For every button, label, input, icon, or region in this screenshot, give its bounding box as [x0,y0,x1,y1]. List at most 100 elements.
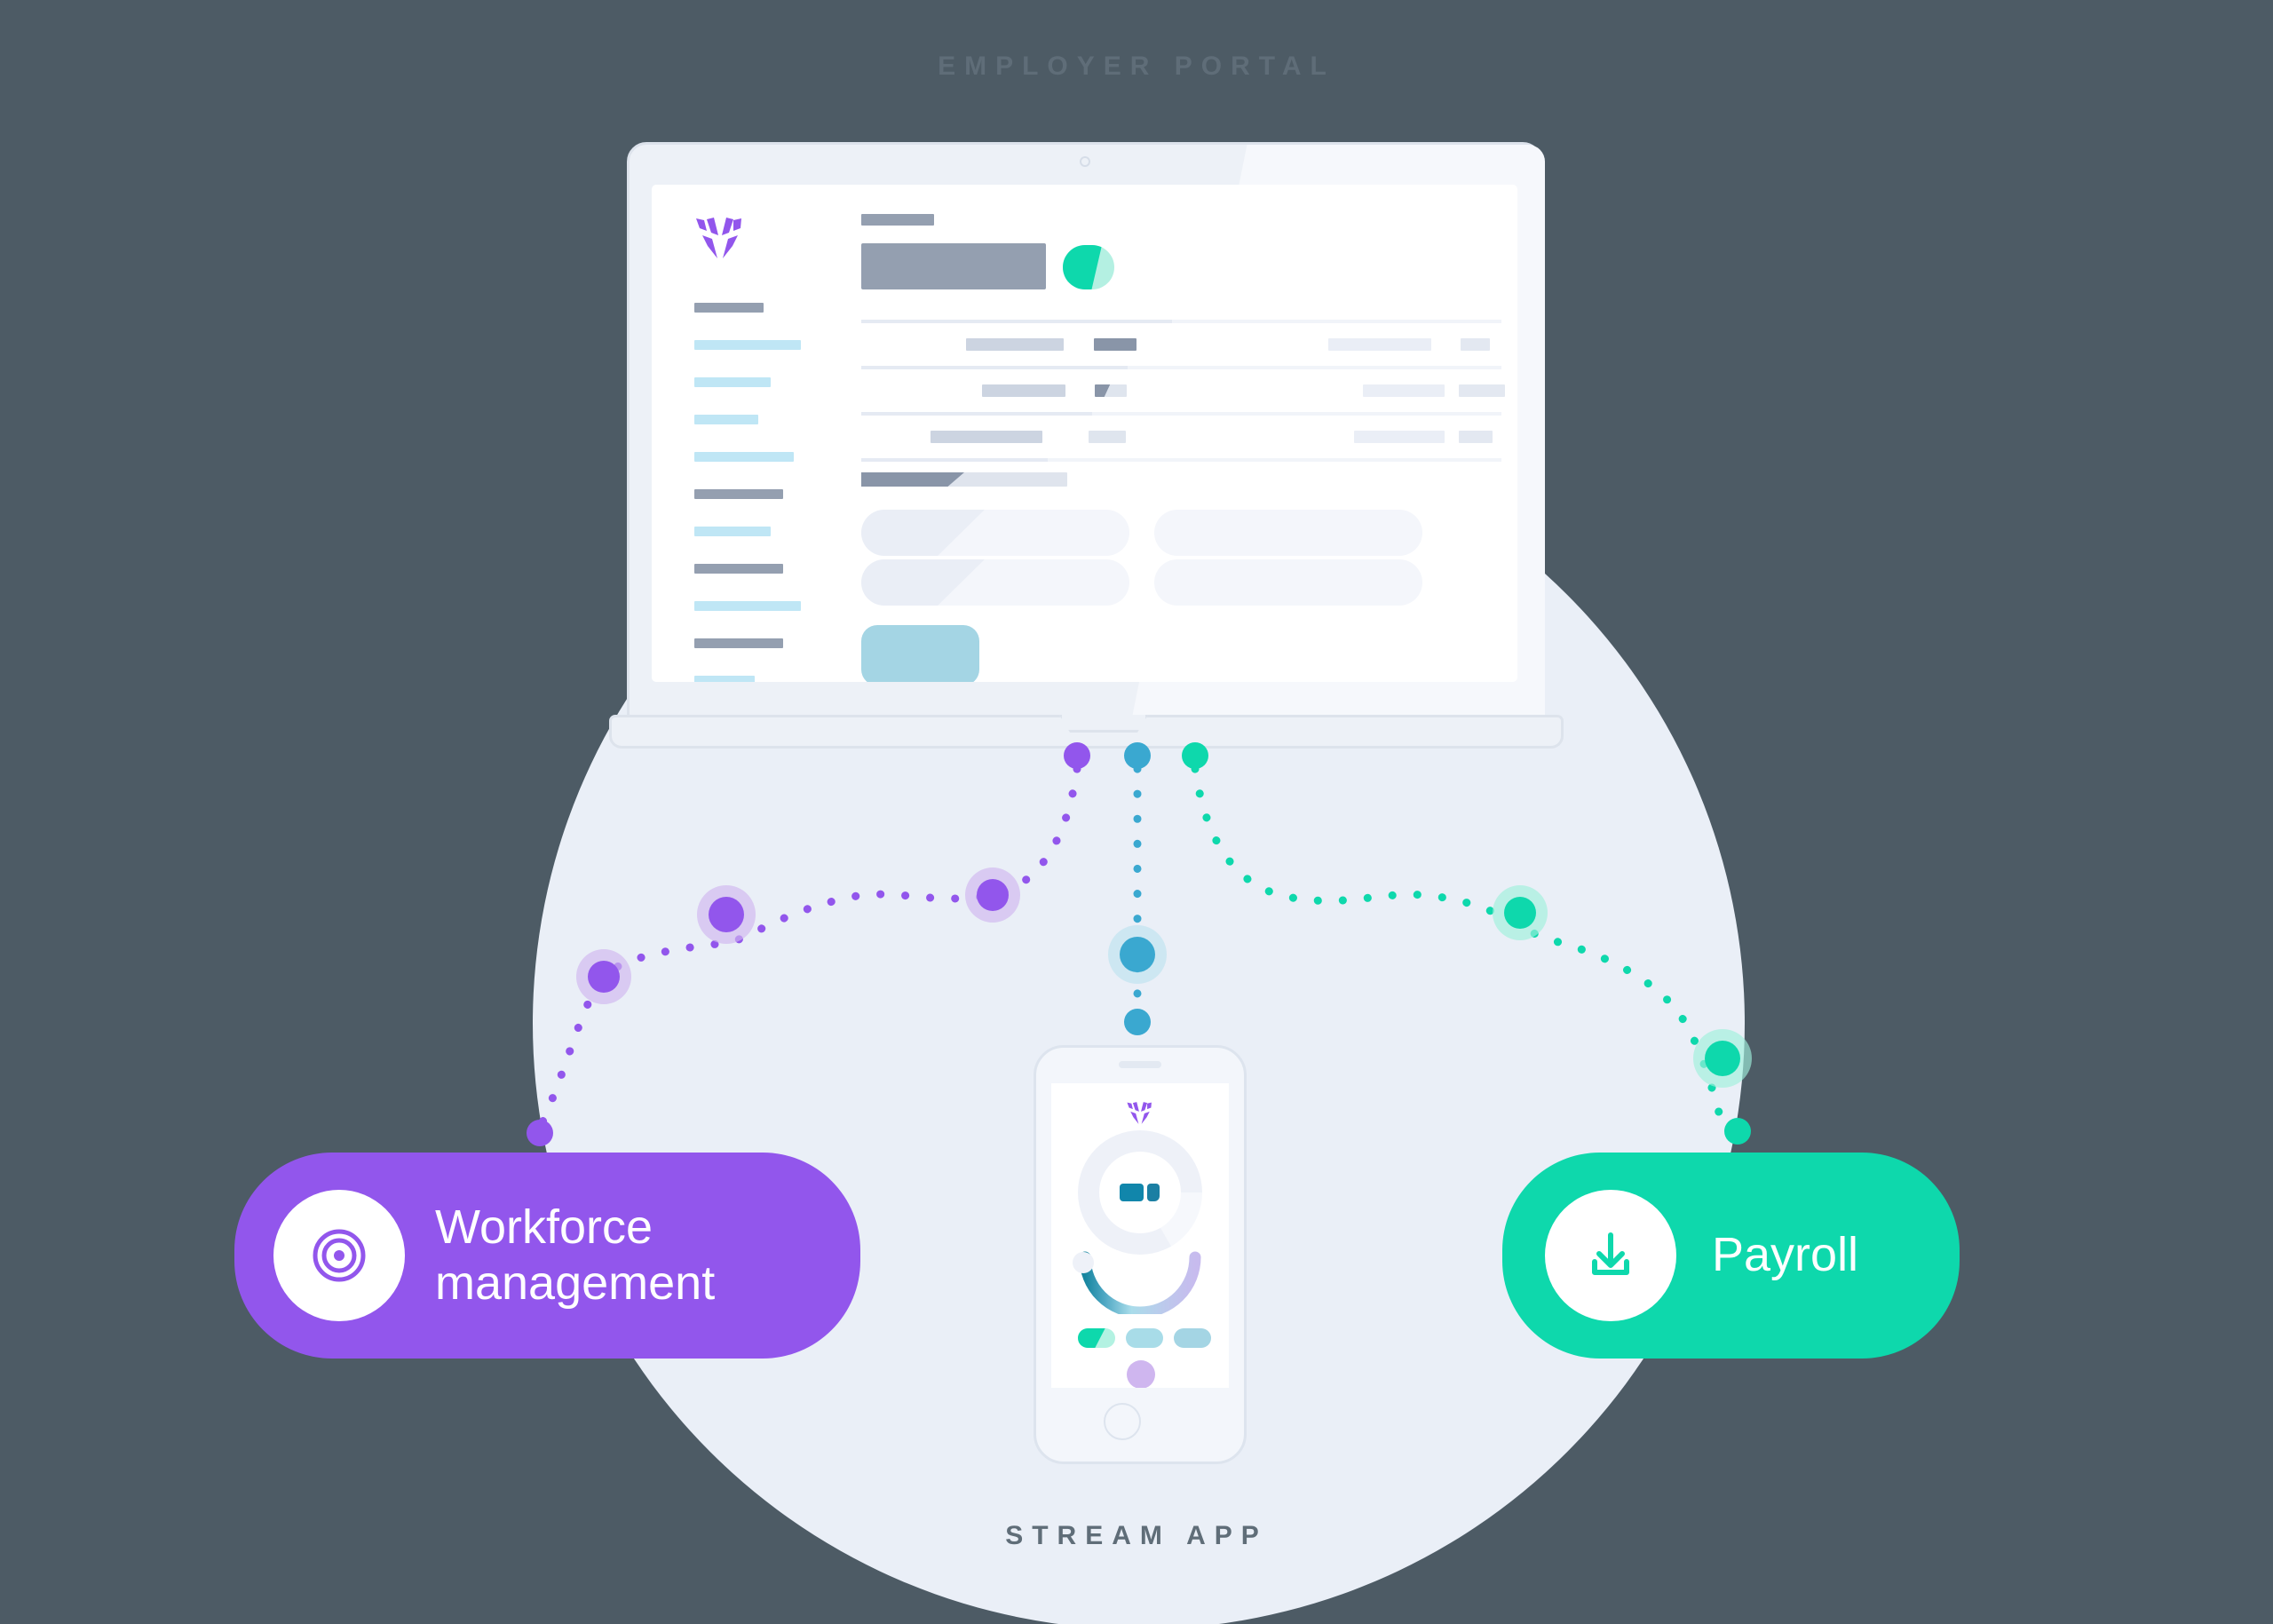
donut-center-icon-right [1147,1184,1160,1201]
teal-node-1 [1504,897,1536,929]
form-input-field[interactable] [861,559,1129,606]
table-cell [1095,384,1127,397]
workforce-management-pill[interactable]: Workforce management [234,1153,860,1359]
table-row[interactable] [861,369,1505,412]
phone-screen [1051,1083,1229,1388]
toggle-pill-off[interactable] [1174,1328,1211,1348]
teal-dotted-path [1191,764,1727,1130]
table-divider [861,320,1501,323]
w-logo-icon [696,218,741,258]
purple-connector [537,764,1081,1129]
sidebar-item-8[interactable] [694,601,801,611]
table-cell [1459,431,1493,443]
gauge-arc [1079,1251,1201,1314]
sidebar-item-1[interactable] [694,340,801,350]
table-divider-line [861,320,1501,323]
table-divider-accent [861,458,1048,462]
table-divider-accent [861,320,1172,323]
teal-origin-dot [1182,742,1208,769]
form-input-field[interactable] [861,510,1129,556]
primary-cta-button[interactable] [861,625,979,682]
page-title-row [861,243,1501,289]
download-tray-icon-wrap [1545,1190,1676,1321]
table-divider [861,458,1501,462]
sidebar-item-2[interactable] [694,377,771,387]
sidebar-section-label [694,638,783,648]
sidebar-item-4[interactable] [694,452,794,462]
table-row[interactable] [861,416,1501,458]
teal-connector [1191,764,1727,1130]
toggle-pill-on[interactable] [1078,1328,1115,1348]
purple-origin-dot [1064,742,1090,769]
table-divider [861,412,1501,416]
purple-dotted-path [537,764,1081,1129]
stream-app-caption: STREAM APP [1005,1521,1268,1550]
teal-node-2 [1705,1041,1740,1076]
table-cell [966,338,1064,351]
toggle-pill-mid[interactable] [1126,1328,1163,1348]
data-table [861,320,1505,462]
laptop-content [861,214,1505,682]
table-row[interactable] [861,323,1501,366]
table-divider-accent [861,366,1128,369]
w-logo-icon [1127,1102,1152,1124]
table-divider [861,366,1501,369]
form-field-row [861,559,1501,609]
laptop-sidebar[interactable] [694,303,801,682]
payroll-label: Payroll [1712,1228,1859,1282]
donut-center-icon-left [1120,1184,1144,1201]
table-cell [1354,431,1445,443]
table-cell [1363,384,1445,397]
purple-endpoint-dot [527,1120,553,1146]
payroll-pill[interactable]: Payroll [1502,1153,1960,1359]
sidebar-section-label [694,564,783,574]
progress-bar [861,472,1501,487]
purple-node-1 [588,961,620,993]
table-cell [931,431,1042,443]
toggle-pill-on-fill [1078,1328,1105,1348]
table-cell [1461,338,1490,351]
connector-nodes [576,867,1752,1088]
form-input-field[interactable] [1154,510,1422,556]
table-divider-line [861,458,1501,462]
table-divider-accent [861,412,1092,416]
user-avatar-dot [1127,1360,1155,1388]
laptop-screen [652,185,1517,682]
workforce-management-label: Workforce management [435,1200,716,1310]
page-kicker-bar [861,214,934,226]
progress-fill [861,472,964,487]
download-tray-icon [1592,1232,1629,1275]
stream-app-phone [1034,1045,1247,1464]
employer-portal-laptop [609,142,1564,749]
form-input-field[interactable] [1154,559,1422,606]
table-cell [1328,338,1431,351]
table-cell [1089,431,1126,443]
sidebar-section-label [694,303,764,313]
sidebar-item-10[interactable] [694,676,755,682]
form-field-row [861,510,1501,559]
blue-node-1 [1120,937,1155,972]
connector-endpoint-dots [527,742,1751,1146]
sidebar-item-6[interactable] [694,527,771,536]
table-divider-line [861,366,1501,369]
table-divider-line [861,412,1501,416]
blue-origin-dot [1124,742,1151,769]
table-cell [982,384,1065,397]
blue-endpoint-dot [1124,1009,1151,1035]
status-badge [1063,245,1114,289]
phone-home-button[interactable] [1104,1403,1141,1440]
table-cell [1459,384,1505,397]
gauge-arc-knob[interactable] [1073,1252,1094,1273]
page-title-bar [861,243,1046,289]
sidebar-item-3[interactable] [694,415,758,424]
target-icon-wrap [273,1190,405,1321]
purple-node-3 [977,879,1009,911]
cta-row [861,625,1501,682]
sidebar-section-label [694,489,783,499]
target-icon [313,1229,366,1282]
employer-portal-caption: EMPLOYER PORTAL [938,51,1335,81]
form-fields[interactable] [861,510,1501,609]
purple-node-2 [709,897,744,932]
